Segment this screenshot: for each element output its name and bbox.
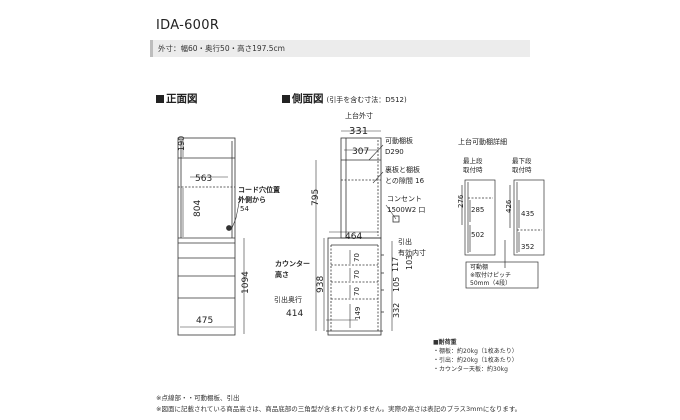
- side-dim-307: 307: [352, 147, 369, 157]
- side-dim-70a: 70: [353, 253, 361, 262]
- cord-hole-label-1: コード穴位置: [238, 185, 280, 194]
- gap-label-2: との隙間 16: [385, 176, 425, 185]
- front-view-title: 正面図: [166, 93, 198, 105]
- detail-dim-502: 502: [471, 231, 484, 239]
- load-title: ■耐荷重: [433, 339, 457, 346]
- side-dim-795: 795: [311, 189, 321, 206]
- counter-label-2: 高さ: [275, 270, 289, 279]
- detail-dim-276: 276: [457, 194, 465, 208]
- side-view-title: 側面図: [292, 93, 324, 105]
- model-number: IDA-600R: [156, 18, 220, 33]
- front-outline: [177, 137, 236, 336]
- pitch-label-1: 可動棚: [470, 263, 488, 271]
- front-dim-563: 563: [195, 174, 212, 184]
- drawer-label-1: 引出: [398, 237, 412, 246]
- load-item: ・引出：約20kg（1枚あたり）: [433, 357, 518, 364]
- side-dim-117: 117: [391, 257, 400, 272]
- pitch-label-3: 50mm（4段）: [470, 279, 511, 287]
- side-dim-938: 938: [316, 276, 326, 293]
- load-item: ・カウンター天板：約30kg: [433, 366, 508, 373]
- counter-label-1: カウンター: [275, 259, 310, 268]
- detail-title: 上台可動棚詳細: [458, 137, 507, 146]
- drawer-label-2: 有効内寸: [398, 248, 426, 257]
- detail-dim-435: 435: [521, 210, 534, 218]
- side-dim-103: 103: [405, 255, 414, 270]
- square-bullet-icon: [156, 95, 164, 103]
- side-dim-332: 332: [392, 303, 401, 318]
- outlet-label-1: コンセント: [387, 195, 422, 203]
- upper-outer-label: 上台外寸: [345, 111, 373, 120]
- side-dim-70b: 70: [353, 270, 361, 279]
- front-view-drawing: [177, 137, 236, 336]
- load-capacity-notes: ■耐荷重 ・棚板：約20kg（1枚あたり） ・引出：約20kg（1枚あたり） ・…: [433, 338, 518, 374]
- detail-dim-426: 426: [505, 199, 513, 213]
- outer-dimensions: 外寸：幅60・奥行50・高さ197.5cm: [150, 40, 530, 57]
- drawer-depth-label: 引出奥行: [274, 295, 302, 304]
- side-dim-331: 331: [349, 126, 368, 137]
- detail-top-label-1: 最上段: [463, 156, 483, 165]
- pitch-label-2: ※取付けピッチ: [470, 271, 511, 279]
- footnote-dotted: ※点線部・・可動棚板、引出: [156, 394, 240, 402]
- detail-bottom-label-1: 最下段: [512, 156, 532, 165]
- cord-hole-value: 54: [240, 205, 249, 213]
- shelf-label-2: D290: [385, 148, 404, 156]
- side-view-subtitle: (引手を含む寸法：D512): [326, 96, 407, 104]
- side-view-drawing: [326, 137, 400, 336]
- front-dim-475: 475: [196, 316, 213, 326]
- side-dim-414: 414: [286, 309, 303, 319]
- gap-label-1: 裏板と棚板: [385, 165, 420, 174]
- detail-top-label-2: 取付時: [463, 165, 483, 174]
- detail-bottom-label-2: 取付時: [512, 165, 532, 174]
- front-dim-804: 804: [193, 200, 203, 217]
- outlet-label-2: 1500W2 口: [387, 206, 425, 214]
- front-dim-190: 190: [177, 136, 186, 151]
- side-view-heading: 側面図(引手を含む寸法：D512): [282, 91, 407, 106]
- side-dim-464: 464: [345, 232, 362, 242]
- front-dim-1094: 1094: [241, 271, 251, 294]
- side-dim-105: 105: [392, 277, 401, 292]
- front-view-heading: 正面図: [156, 91, 198, 106]
- detail-dim-352: 352: [521, 243, 534, 251]
- load-item: ・棚板：約20kg（1枚あたり）: [433, 348, 518, 355]
- detail-drawing: [461, 179, 545, 289]
- cord-hole-label-2: 外側から: [238, 195, 266, 204]
- shelf-label-1: 可動棚板: [385, 136, 413, 145]
- detail-dim-285: 285: [471, 206, 484, 214]
- footnote-height: ※図面に記載されている商品高さは、商品底部の三角型が含まれておりません。実際の高…: [156, 405, 522, 413]
- side-dim-149: 149: [354, 307, 362, 320]
- side-dim-70c: 70: [353, 287, 361, 296]
- square-bullet-icon: [282, 95, 290, 103]
